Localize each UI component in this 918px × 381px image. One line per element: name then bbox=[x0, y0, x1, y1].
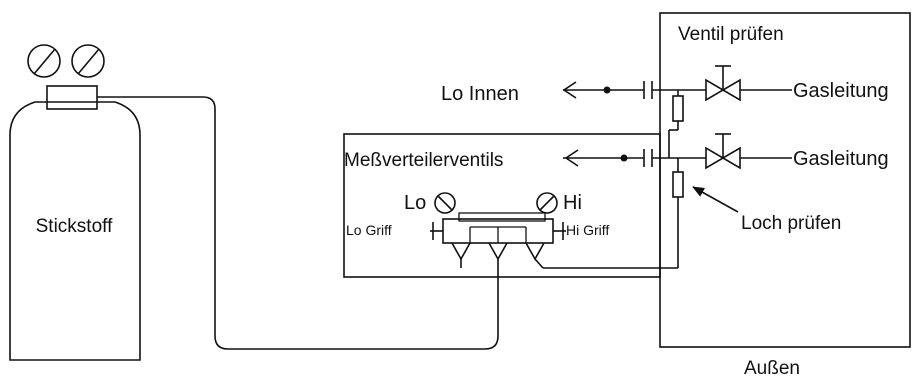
hose-connector bbox=[525, 242, 545, 269]
loch-pruefen-label: Loch prüfen bbox=[741, 213, 841, 234]
manifold-body bbox=[442, 212, 554, 244]
hi-gauge-icon bbox=[536, 192, 558, 214]
ventil-pruefen-label: Ventil prüfen bbox=[678, 24, 784, 45]
gasleitung-bottom-label: Gasleitung bbox=[793, 148, 889, 170]
lo-gauge-icon bbox=[434, 192, 456, 214]
valve-icon bbox=[705, 133, 741, 170]
messverteilerventils-label: Meßverteilerventils bbox=[344, 150, 503, 171]
cylinder-regulator bbox=[27, 44, 105, 110]
lo-innen-line bbox=[562, 81, 706, 99]
lo-label: Lo bbox=[404, 192, 426, 214]
hose-connector bbox=[488, 242, 508, 270]
lo-griff-handle bbox=[430, 222, 443, 240]
stickstoff-label: Stickstoff bbox=[36, 216, 113, 237]
top-service-port bbox=[668, 90, 684, 158]
hi-griff-handle bbox=[553, 222, 566, 240]
valve-icon bbox=[705, 65, 741, 102]
nitrogen-cylinder: Stickstoff bbox=[9, 101, 141, 361]
hi-label: Hi bbox=[563, 192, 582, 214]
gauge-icon bbox=[27, 44, 61, 78]
loch-pruefen-arrow bbox=[692, 186, 739, 213]
aussen-label: Außen bbox=[744, 358, 800, 379]
supply-hose bbox=[97, 96, 499, 350]
hi-griff-label: Hi Griff bbox=[566, 222, 609, 238]
gauge-icon bbox=[71, 44, 105, 78]
gasleitung-top-label: Gasleitung bbox=[793, 80, 889, 102]
bottom-service-port bbox=[543, 158, 684, 269]
hose-connector bbox=[451, 242, 471, 268]
lo-griff-label: Lo Griff bbox=[346, 222, 392, 238]
outdoor-unit-box bbox=[659, 12, 911, 348]
lo-innen-label: Lo Innen bbox=[441, 83, 519, 105]
manifold-box bbox=[343, 133, 661, 278]
messverteiler-line bbox=[563, 149, 706, 167]
